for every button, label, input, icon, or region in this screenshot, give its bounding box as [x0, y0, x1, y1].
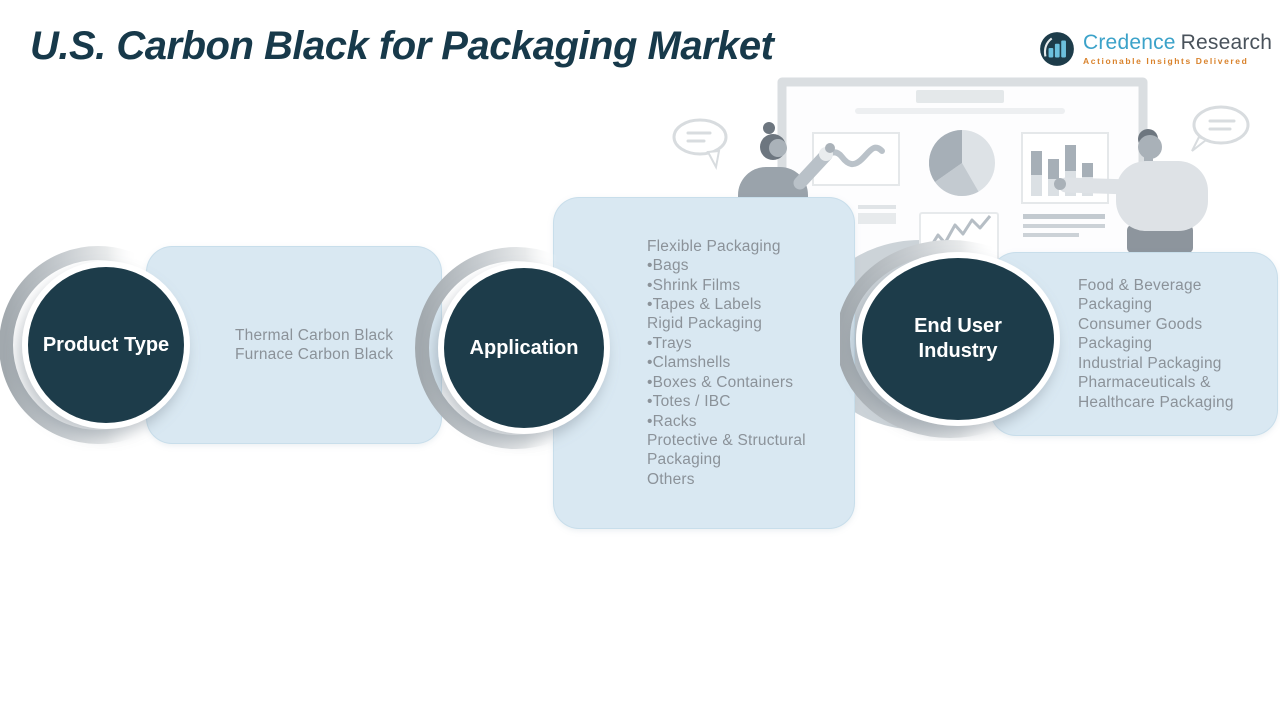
list-item: •Tapes & Labels: [647, 296, 762, 314]
list-item: Protective & Structural Packaging: [647, 431, 806, 469]
list-item: •Bags: [647, 257, 689, 275]
list-item: •Boxes & Containers: [647, 373, 794, 391]
list-item: Food & Beverage Packaging: [1078, 277, 1202, 314]
medallion-product-type: [0, 246, 197, 444]
list-item: •Clamshells: [647, 354, 731, 372]
list-item: •Shrink Films: [647, 276, 741, 294]
list-item: •Totes / IBC: [647, 393, 731, 411]
list-item: Thermal Carbon Black: [235, 326, 394, 344]
list-item: Pharmaceuticals & Healthcare Packaging: [1078, 374, 1234, 411]
person-male: [1054, 129, 1208, 313]
list-item: •Trays: [647, 334, 692, 352]
text-lines: [1023, 214, 1105, 237]
brand-secondary: Research: [1180, 31, 1273, 55]
teal-circle: [28, 267, 184, 423]
brand-tagline: Actionable Insights Delivered: [1083, 56, 1249, 67]
list-item: Consumer Goods Packaging: [1078, 315, 1203, 353]
list-item: Industrial Packaging: [1078, 354, 1222, 372]
medallion-application: [415, 247, 617, 449]
speech-bubble-icon: [672, 118, 728, 170]
list-item: Furnace Carbon Black: [235, 346, 394, 363]
list-item: Flexible Packaging: [647, 237, 781, 255]
list-item: •Racks: [647, 412, 697, 430]
list-item: Rigid Packaging: [647, 315, 763, 333]
page-title: U.S. Carbon Black for Packaging Market: [30, 24, 774, 68]
teal-circle: [444, 268, 604, 428]
pie-chart-icon: [928, 130, 995, 197]
bar-chart-circle-icon: [1040, 32, 1074, 66]
brand-primary: Credence: [1083, 31, 1176, 55]
list-item: Others: [647, 470, 695, 488]
speech-bubble-icon: [1191, 105, 1250, 152]
teal-circle: [862, 258, 1054, 420]
medallion-end-user-industry: [840, 240, 1064, 438]
line-chart-icon: [812, 132, 900, 224]
